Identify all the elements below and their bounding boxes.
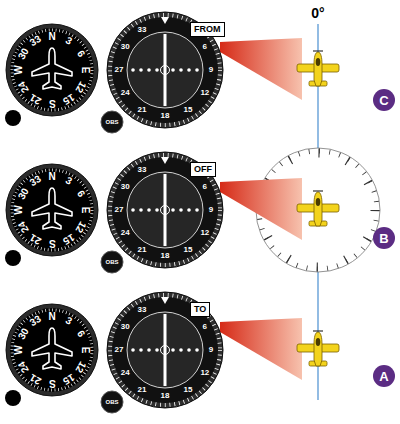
azimuth-number: 27 xyxy=(115,66,124,74)
flag-text: OFF xyxy=(194,165,212,174)
position-marker: B xyxy=(373,227,395,249)
azimuth-number: 18 xyxy=(161,392,170,400)
azimuth-number: 9 xyxy=(209,346,213,354)
azimuth-number: 18 xyxy=(161,112,170,120)
azimuth-number: 30 xyxy=(121,323,130,331)
marker-letter: A xyxy=(379,370,388,383)
azimuth-number: 12 xyxy=(200,369,209,377)
position-marker: A xyxy=(373,365,395,387)
azimuth-number: 18 xyxy=(161,252,170,260)
compass-number: N xyxy=(48,312,55,322)
azimuth-number: 6 xyxy=(203,43,207,51)
obs-label: OBS xyxy=(105,259,118,265)
azimuth-number: 33 xyxy=(138,26,147,34)
azimuth-number: 27 xyxy=(115,346,124,354)
flag-window: FROM xyxy=(190,22,225,37)
compass-number: W xyxy=(14,65,24,74)
compass-number: E xyxy=(80,67,90,74)
azimuth-number: 24 xyxy=(121,369,130,377)
compass-number: N xyxy=(48,32,55,42)
azimuth-number: 33 xyxy=(138,306,147,314)
compass-number: W xyxy=(14,345,24,354)
flag-text: FROM xyxy=(194,25,221,34)
obs-label: OBS xyxy=(105,119,118,125)
azimuth-number: 15 xyxy=(184,106,193,114)
azimuth-number: 30 xyxy=(121,183,130,191)
azimuth-number: 21 xyxy=(138,386,147,394)
compass-number: E xyxy=(80,207,90,214)
azimuth-number: 15 xyxy=(184,386,193,394)
marker-letter: C xyxy=(379,94,388,107)
compass-number: N xyxy=(48,172,55,182)
azimuth-number: 15 xyxy=(184,246,193,254)
azimuth-number: 9 xyxy=(209,66,213,74)
azimuth-number: 6 xyxy=(203,183,207,191)
azimuth-number: 24 xyxy=(121,229,130,237)
flag-window: OFF xyxy=(190,162,216,177)
azimuth-number: 21 xyxy=(138,246,147,254)
bearing-label: 0° xyxy=(311,6,324,20)
azimuth-number: 6 xyxy=(203,323,207,331)
compass-number: S xyxy=(49,98,56,108)
azimuth-number: 9 xyxy=(209,206,213,214)
azimuth-number: 33 xyxy=(138,166,147,174)
flag-text: TO xyxy=(194,305,206,314)
compass-number: S xyxy=(49,238,56,248)
azimuth-number: 27 xyxy=(115,206,124,214)
azimuth-number: 12 xyxy=(200,89,209,97)
azimuth-number: 21 xyxy=(138,106,147,114)
azimuth-number: 12 xyxy=(200,229,209,237)
marker-letter: B xyxy=(379,232,388,245)
compass-number: W xyxy=(14,205,24,214)
obs-label: OBS xyxy=(105,399,118,405)
flag-window: TO xyxy=(190,302,210,317)
azimuth-number: 30 xyxy=(121,43,130,51)
compass-number: S xyxy=(49,378,56,388)
azimuth-number: 24 xyxy=(121,89,130,97)
compass-number: E xyxy=(80,347,90,354)
position-marker: C xyxy=(373,89,395,111)
